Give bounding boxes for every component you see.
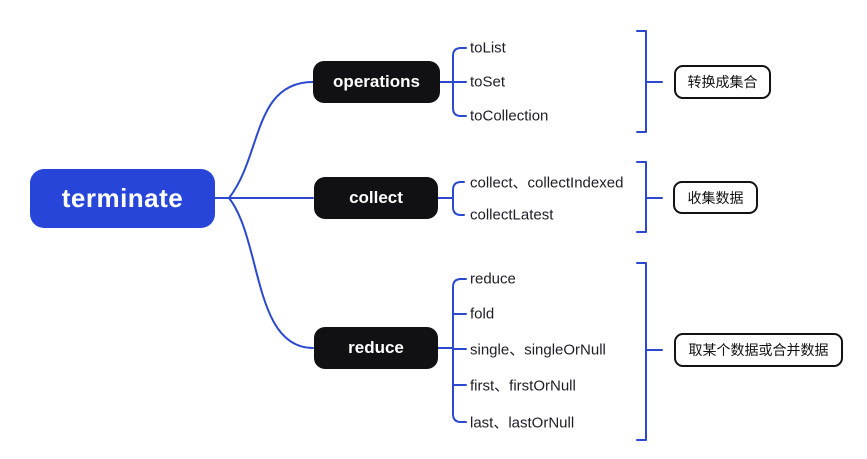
branch-node-collect[interactable]: collect	[314, 177, 438, 219]
leaf-collectlatest[interactable]: collectLatest	[470, 206, 554, 224]
root-node-label: terminate	[61, 183, 184, 213]
root-node-terminate[interactable]: terminate	[30, 169, 215, 228]
connector-operations-leaves	[439, 47, 467, 117]
bracket-reduce-summary	[636, 262, 663, 441]
branch-node-reduce[interactable]: reduce	[314, 327, 438, 369]
summary-label: 收集数据	[687, 189, 744, 206]
branch-node-label: reduce	[348, 338, 404, 357]
leaf-reduce[interactable]: reduce	[470, 270, 516, 288]
leaf-last-lastornull[interactable]: last、lastOrNull	[470, 414, 575, 432]
leaf-tolist[interactable]: toList	[470, 39, 506, 57]
connector-collect-leaves	[437, 181, 465, 216]
branch-node-operations[interactable]: operations	[313, 61, 440, 103]
bracket-operations-summary	[636, 30, 663, 133]
leaf-collect-collectindexed[interactable]: collect、collectIndexed	[470, 174, 624, 192]
leaf-toset[interactable]: toSet	[470, 73, 506, 91]
summary-box-collect[interactable]: 收集数据	[673, 181, 758, 214]
summary-box-operations[interactable]: 转换成集合	[674, 65, 771, 99]
branch-node-label: operations	[333, 72, 420, 91]
summary-label: 取某个数据或合并数据	[688, 342, 829, 358]
summary-box-reduce[interactable]: 取某个数据或合并数据	[674, 333, 843, 367]
connector-root-reduce	[228, 197, 314, 349]
leaf-fold[interactable]: fold	[470, 305, 495, 323]
branch-node-label: collect	[349, 188, 403, 207]
bracket-collect-summary	[636, 161, 663, 233]
summary-label: 转换成集合	[687, 74, 758, 90]
connector-reduce-leaves	[437, 278, 467, 423]
leaf-tocollection[interactable]: toCollection	[470, 107, 549, 125]
connector-root-operations	[228, 81, 314, 199]
leaf-first-firstornull[interactable]: first、firstOrNull	[470, 377, 576, 395]
leaf-single-singleornull[interactable]: single、singleOrNull	[470, 341, 606, 359]
